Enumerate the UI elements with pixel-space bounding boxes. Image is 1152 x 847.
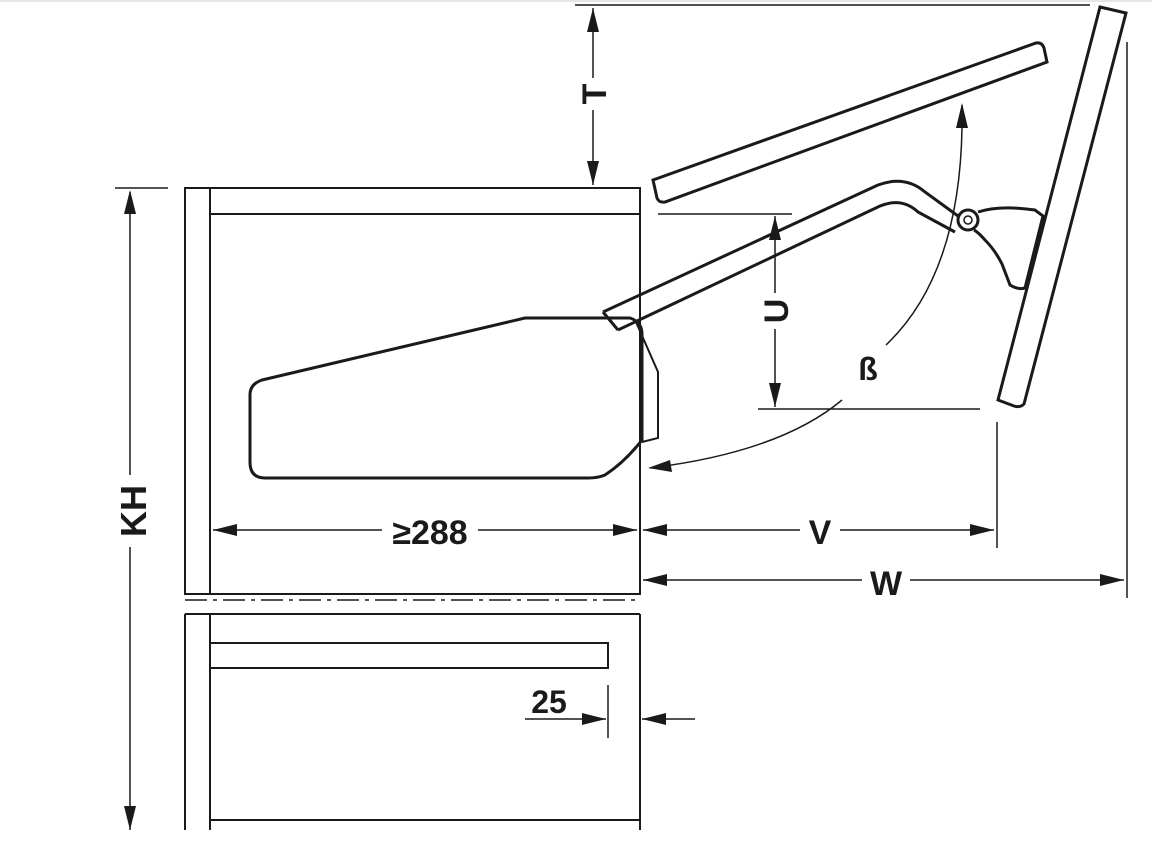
dimension-depth: ≥288 [213, 512, 637, 552]
dimension-v: V [643, 422, 998, 552]
cabinet-outline [184, 187, 641, 595]
door-bracket [973, 206, 1045, 291]
mechanism-cap [635, 321, 659, 443]
pivot-icon [956, 208, 980, 232]
lift-arm-upper [602, 179, 959, 314]
label-kh: KH [113, 485, 154, 537]
lift-arm-end [601, 311, 620, 331]
dimension-u: U [658, 213, 980, 410]
dimension-kh: KH [112, 187, 168, 830]
door-open [996, 5, 1128, 409]
angle-beta: ß [648, 103, 968, 472]
cabinet-lower [184, 613, 641, 830]
label-w: W [870, 565, 903, 603]
label-inset: 25 [531, 684, 567, 720]
shelf [209, 642, 609, 669]
lift-mechanism-body [248, 316, 644, 480]
pivot-center [963, 215, 973, 225]
label-depth: ≥288 [392, 514, 467, 552]
label-t: T [576, 83, 614, 104]
dimension-inset: 25 [525, 684, 695, 738]
dimension-w: W [643, 42, 1128, 603]
cabinet-upper [184, 187, 641, 595]
dimension-t: T [575, 4, 1090, 185]
label-beta: ß [858, 351, 878, 387]
label-v: V [809, 514, 832, 552]
label-u: U [758, 299, 796, 324]
lift-arm-lower [617, 201, 956, 332]
door-intermediate [651, 41, 1049, 204]
